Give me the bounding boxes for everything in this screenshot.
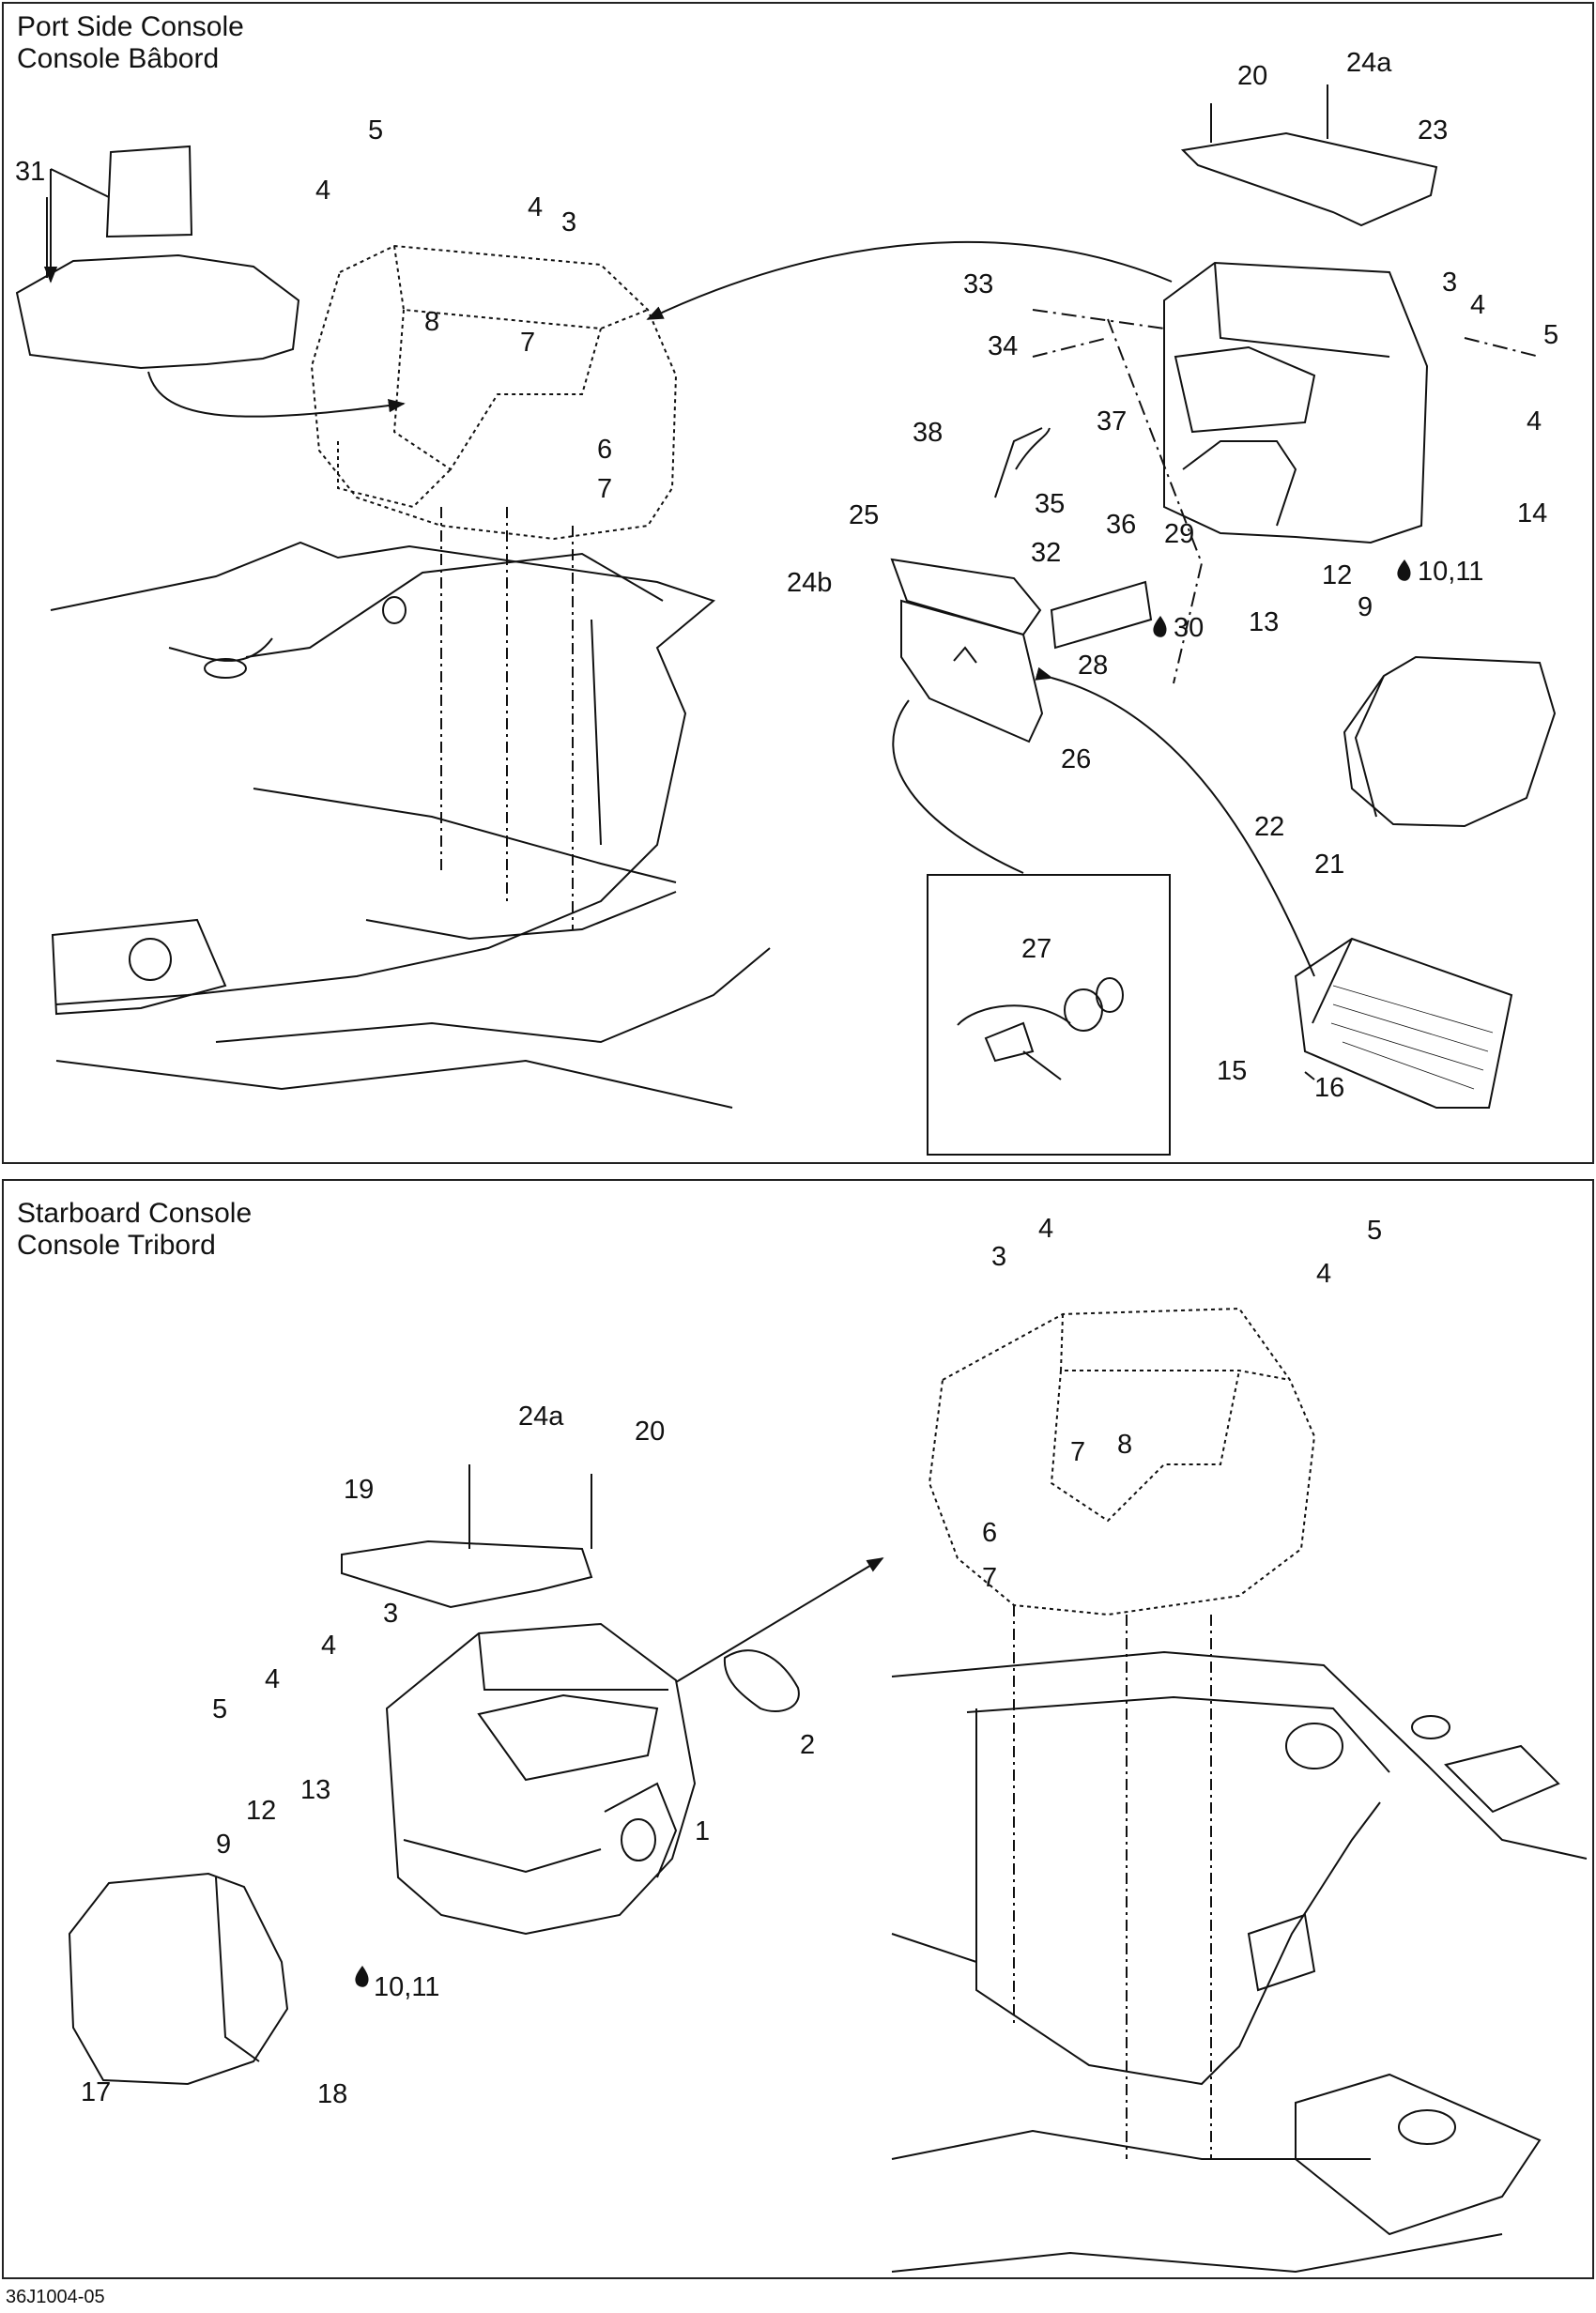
port-console-panel: Port Side Console Console Bâbord	[2, 2, 1594, 1164]
loctite-drop-icon	[355, 1966, 369, 1987]
loctite-drop-icon	[1153, 616, 1167, 637]
port-title-fr: Console Bâbord	[17, 43, 220, 74]
callout-4c: 4	[1470, 290, 1485, 320]
callout-9: 9	[1358, 592, 1373, 622]
callout-32: 32	[1031, 538, 1061, 568]
callout-33: 33	[963, 269, 993, 299]
sb-callout-4c: 4	[321, 1631, 336, 1661]
callout-27: 27	[1021, 934, 1051, 964]
diagram-code: 36J1004-05	[6, 2287, 105, 2307]
callout-15: 15	[1217, 1056, 1247, 1086]
callout-22: 22	[1254, 812, 1284, 842]
sb-callout-7: 7	[1070, 1437, 1085, 1467]
callout-4b: 4	[528, 192, 543, 222]
sb-callout-3: 3	[991, 1242, 1006, 1272]
sb-callout-3b: 3	[383, 1599, 398, 1629]
loctite-drop-icon	[1397, 559, 1411, 581]
callout-10-11: 10,11	[1418, 557, 1483, 587]
starboard-hull	[891, 1650, 1588, 1860]
starboard-console-panel: Starboard Console Console Tribord	[2, 1179, 1594, 2279]
sb-callout-8: 8	[1117, 1430, 1132, 1460]
sb-callout-24a: 24a	[518, 1402, 564, 1432]
sb-callout-4: 4	[1038, 1214, 1053, 1244]
callout-31: 31	[15, 157, 45, 187]
sb-callout-18: 18	[317, 2079, 347, 2109]
hinge-28	[1050, 580, 1153, 650]
callout-7: 7	[520, 328, 535, 358]
cover-31	[15, 253, 300, 370]
lid-19	[341, 1539, 593, 1609]
callout-24b: 24b	[787, 568, 832, 598]
callout-20: 20	[1237, 61, 1267, 91]
sb-callout-2: 2	[800, 1730, 815, 1760]
callout-29: 29	[1164, 519, 1194, 549]
callout-25: 25	[849, 500, 879, 530]
sb-callout-9: 9	[216, 1830, 231, 1860]
callout-28: 28	[1078, 651, 1108, 681]
callout-14: 14	[1517, 498, 1547, 528]
console-14	[1163, 261, 1429, 544]
inset-27-frame	[927, 874, 1171, 1156]
console-1	[385, 1622, 697, 1936]
callout-16: 16	[1314, 1073, 1344, 1103]
door-26	[900, 599, 1044, 743]
callout-7b: 7	[597, 474, 612, 504]
callout-34: 34	[988, 331, 1018, 361]
sb-callout-5: 5	[1367, 1216, 1382, 1246]
starboard-title-en: Starboard Console	[17, 1198, 253, 1229]
callout-24a: 24a	[1346, 48, 1392, 78]
sb-callout-20: 20	[635, 1417, 665, 1447]
sb-callout-5b: 5	[212, 1694, 227, 1724]
sb-callout-7b: 7	[982, 1563, 997, 1593]
callout-35: 35	[1035, 489, 1065, 519]
callout-4: 4	[315, 176, 330, 206]
sb-callout-10-11: 10,11	[374, 1972, 439, 2002]
sb-callout-12: 12	[246, 1796, 276, 1826]
callout-4d: 4	[1527, 406, 1542, 437]
door-trim-25	[890, 558, 1042, 636]
port-console-outline-dotted	[310, 244, 678, 541]
callout-36: 36	[1106, 510, 1136, 540]
starboard-storage-tray	[1295, 2073, 1542, 2236]
starboard-panel-title: Starboard Console Console Tribord	[17, 1198, 252, 1262]
lid-23	[1180, 131, 1438, 227]
sb-callout-19: 19	[344, 1475, 374, 1505]
callout-30: 30	[1174, 613, 1204, 643]
callout-12: 12	[1322, 560, 1352, 590]
callout-38: 38	[913, 418, 943, 448]
decal-31	[105, 145, 193, 238]
callout-3c: 3	[1442, 268, 1457, 298]
callout-26: 26	[1061, 744, 1091, 774]
starboard-callout-labels: 4 5 3 4 8 7 6 7 24a 20 19 3 4 4 5 2 1 13…	[81, 1214, 1382, 2109]
sb-callout-17: 17	[81, 2077, 111, 2107]
callout-6: 6	[597, 435, 612, 465]
callout-8: 8	[424, 307, 439, 337]
port-callout-labels: 31 5 4 4 3 8 7 6 7 20 24a 23 33 34 3 4 5…	[15, 48, 1558, 1103]
sb-callout-4b: 4	[1316, 1259, 1331, 1289]
sb-callout-4d: 4	[265, 1664, 280, 1694]
callout-13: 13	[1249, 607, 1279, 637]
callout-21: 21	[1314, 850, 1344, 880]
seal-2	[723, 1649, 800, 1712]
front-cover-21	[1343, 655, 1557, 828]
callout-5: 5	[368, 115, 383, 146]
callout-3: 3	[561, 207, 576, 237]
sb-callout-1: 1	[695, 1816, 710, 1846]
sb-callout-13: 13	[300, 1775, 330, 1805]
sb-callout-6: 6	[982, 1518, 997, 1548]
port-hull-deck	[50, 541, 716, 1005]
front-cover-17	[68, 1872, 289, 2086]
callout-5c: 5	[1543, 320, 1558, 350]
port-panel-title: Port Side Console Console Bâbord	[17, 11, 244, 75]
port-title-en: Port Side Console	[17, 11, 244, 42]
callout-37: 37	[1097, 406, 1127, 437]
callout-23: 23	[1418, 115, 1448, 146]
starboard-title-fr: Console Tribord	[17, 1230, 216, 1261]
